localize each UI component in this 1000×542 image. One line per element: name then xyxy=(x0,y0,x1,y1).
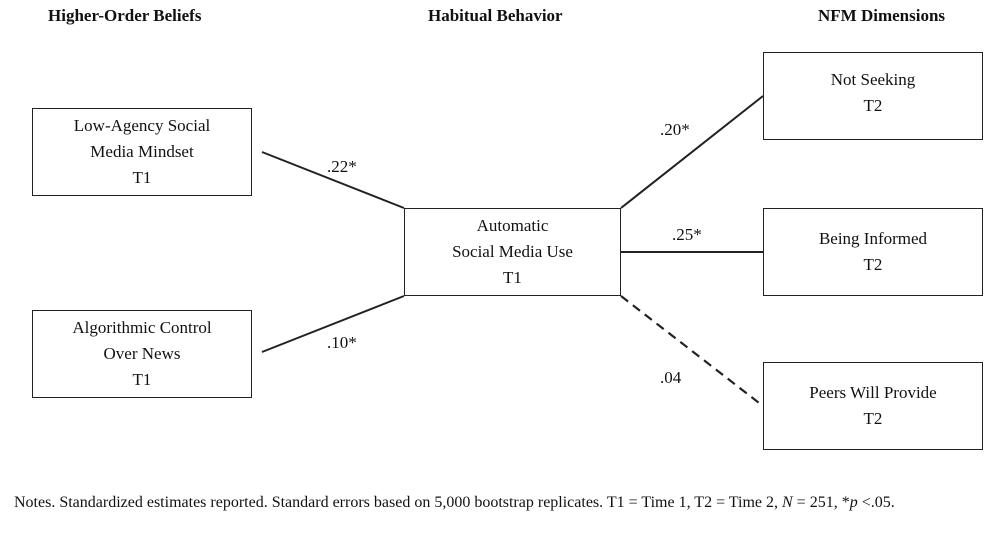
figure-notes: Notes. Standardized estimates reported. … xyxy=(14,490,989,515)
box-line: Over News xyxy=(103,344,181,363)
coefficient-algorithmic-path: .10* xyxy=(327,333,357,352)
path-algorithmic-to-automatic xyxy=(261,295,405,353)
box-line: T2 xyxy=(863,96,883,115)
box-line: Media Mindset xyxy=(90,142,194,161)
box-low-agency-social-media-mindset: Low-Agency Social Media Mindset T1 xyxy=(32,108,252,196)
header-higher-order-beliefs: Higher-Order Beliefs xyxy=(48,6,202,25)
box-line: Low-Agency Social xyxy=(73,116,211,135)
box-line: Not Seeking xyxy=(830,70,916,89)
box-line: Algorithmic Control xyxy=(72,318,212,337)
box-algorithmic-control-over-news: Algorithmic Control Over News T1 xyxy=(32,310,252,398)
box-line: T1 xyxy=(132,370,152,389)
box-automatic-social-media-use: Automatic Social Media Use T1 xyxy=(404,208,621,296)
box-line: Automatic xyxy=(476,216,549,235)
box-line: Peers Will Provide xyxy=(809,383,937,402)
box-being-informed: Being Informed T2 xyxy=(763,208,983,296)
header-habitual-behavior: Habitual Behavior xyxy=(428,6,563,25)
header-nfm-dimensions: NFM Dimensions xyxy=(818,6,946,25)
box-peers-will-provide: Peers Will Provide T2 xyxy=(763,362,983,450)
path-low-agency-to-automatic xyxy=(261,151,405,209)
coefficient-not-seeking-path: .20* xyxy=(660,120,690,139)
box-not-seeking: Not Seeking T2 xyxy=(763,52,983,140)
coefficient-peers-path: .04 xyxy=(660,368,682,387)
notes-text: Notes. Standardized estimates reported. … xyxy=(14,494,778,511)
notes-sample-size: = 251, * xyxy=(792,494,850,511)
notes-significance: <.05. xyxy=(857,494,895,511)
notes-n-symbol: N xyxy=(782,494,793,511)
notes-p-symbol: p xyxy=(849,494,858,511)
coefficient-being-informed-path: .25* xyxy=(672,225,702,244)
coefficient-low-agency-path: .22* xyxy=(327,157,357,176)
box-line: T2 xyxy=(863,255,883,274)
box-line: T1 xyxy=(132,168,152,187)
box-line: Social Media Use xyxy=(452,242,573,261)
path-automatic-to-peers xyxy=(620,295,764,407)
path-automatic-to-not-seeking xyxy=(620,95,764,209)
box-line: T2 xyxy=(863,409,883,428)
box-line: Being Informed xyxy=(818,229,928,248)
box-line: T1 xyxy=(503,268,522,287)
